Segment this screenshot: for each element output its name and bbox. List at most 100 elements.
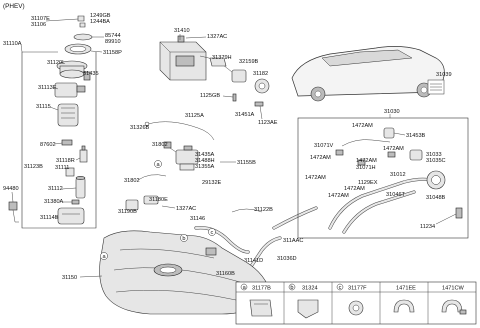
part-31451a xyxy=(254,101,264,107)
label-1327ac-top: 1327AC xyxy=(207,34,227,40)
label-31125a: 31125A xyxy=(185,113,204,119)
label-31036d: 31036D xyxy=(277,256,297,262)
pump-module-29132e xyxy=(175,145,199,171)
clip-31324-icon xyxy=(297,299,319,319)
callout-a-1 xyxy=(154,160,162,168)
label-31410: 31410 xyxy=(174,28,190,34)
label-31453b: 31453B xyxy=(406,133,426,139)
label-1472am-g: 1472AM xyxy=(328,193,349,199)
filler-neck-assembly xyxy=(328,127,463,234)
label-1244ba: 1244BA xyxy=(90,19,110,25)
label-31435: 31435 xyxy=(83,71,99,77)
label-31160b: 31160B xyxy=(216,271,235,277)
valve-31182 xyxy=(254,78,270,94)
label-29132e: 29132E xyxy=(202,180,222,186)
label-31118r: 31118R xyxy=(56,158,75,164)
callout-a-2-text: a xyxy=(103,254,107,260)
callout-b xyxy=(180,234,188,242)
label-31146: 31146 xyxy=(190,216,205,222)
car-illustration xyxy=(291,46,445,102)
callout-c xyxy=(208,228,216,236)
label-31802-top: 31802 xyxy=(152,142,168,148)
bracket-31190b xyxy=(125,199,139,211)
label-1125gb: 1125GB xyxy=(200,93,220,99)
label-31106: 31106 xyxy=(31,22,46,28)
label-31326b: 31326B xyxy=(130,125,150,131)
legend-code-1471cw: 1471CW xyxy=(442,286,464,292)
label-31190b: 31190B xyxy=(118,209,137,215)
label-31110a: 31110A xyxy=(3,41,22,47)
label-31150: 31150 xyxy=(62,275,77,281)
label-1472am-c: 1472AM xyxy=(356,158,377,164)
label-31123b: 31123B xyxy=(24,164,43,170)
line-31122b xyxy=(231,208,263,213)
label-31071v: 31071V xyxy=(314,143,334,149)
label-1472am-f: 1472AM xyxy=(344,186,365,192)
legend-letter-b: b xyxy=(290,285,293,291)
callout-a-1-text: a xyxy=(157,162,161,168)
label-31451a: 31451A xyxy=(235,112,255,118)
label-31115: 31115 xyxy=(36,104,51,110)
bracket-31379h xyxy=(209,57,227,67)
label-1129ex: 1129EX xyxy=(358,180,378,186)
label-85744: 85744 xyxy=(105,33,121,39)
label-31035c: 31035C xyxy=(426,158,446,164)
clamp-1471ee-icon xyxy=(393,299,415,313)
part-87602 xyxy=(61,139,73,146)
label-1123ae: 1123AE xyxy=(258,120,278,126)
legend-code-31324: 31324 xyxy=(302,286,318,292)
variant-label: (PHEV) xyxy=(3,3,25,10)
label-31030: 31030 xyxy=(384,109,400,115)
clip-31177b-icon xyxy=(249,299,273,317)
label-31039: 31039 xyxy=(436,72,452,78)
label-31012: 31012 xyxy=(390,172,406,178)
label-311aac: 311AAC xyxy=(283,238,303,244)
part-31380a xyxy=(71,199,80,205)
label-31380a: 31380A xyxy=(44,199,64,205)
part-31802-top xyxy=(163,141,172,149)
legend-code-31177b: 31177B xyxy=(252,286,271,292)
label-31158p: 31158P xyxy=(103,50,122,56)
line-31802 xyxy=(137,174,167,181)
part-31435 xyxy=(83,71,91,81)
connector-94480 xyxy=(8,201,19,223)
label-31379h: 31379H xyxy=(212,55,232,61)
label-31155b: 31155B xyxy=(237,160,256,166)
fuel-tank-31150 xyxy=(99,230,269,315)
filler-neck-frame xyxy=(297,117,469,239)
label-31122b: 31122B xyxy=(254,207,273,213)
label-1472am-d: 1472AM xyxy=(383,146,404,152)
pump-31112 xyxy=(75,176,86,199)
legend-letter-a: a xyxy=(243,285,247,291)
label-87602: 87602 xyxy=(40,142,56,148)
label-1327ac: 1327AC xyxy=(176,206,196,212)
label-31111: 31111 xyxy=(55,165,69,171)
label-1472am-e: 1472AM xyxy=(305,175,326,181)
reservoir-31114b xyxy=(57,207,85,225)
clip-31107e xyxy=(77,15,86,28)
regulator-31118r xyxy=(79,145,88,163)
label-31488h: 31488H xyxy=(195,158,215,164)
label-31120l: 31120L xyxy=(47,60,65,66)
label-1249gb: 1249GB xyxy=(90,13,111,19)
label-31046t: 31046T xyxy=(386,192,406,198)
pump-assembly-frame xyxy=(21,52,97,229)
label-31048b: 31048B xyxy=(426,195,446,201)
label-11234: 11234 xyxy=(420,224,435,230)
label-1472am-a: 1472AM xyxy=(352,123,373,129)
label-94480: 94480 xyxy=(3,186,19,192)
label-31435a: 31435A xyxy=(195,152,215,158)
label-32159b: 32159B xyxy=(239,59,259,65)
canister-31410 xyxy=(159,35,207,81)
label-31182: 31182 xyxy=(253,71,268,77)
callout-b-text: b xyxy=(182,236,185,242)
label-89910: 89910 xyxy=(105,39,121,45)
label-31180e: 31180E xyxy=(149,197,168,203)
bolt-1125gb xyxy=(232,93,237,102)
label-31113e: 31113E xyxy=(38,85,57,91)
harness-31125a xyxy=(147,121,215,141)
legend-code-1471ee: 1471EE xyxy=(396,286,416,292)
part-31111 xyxy=(65,167,75,177)
